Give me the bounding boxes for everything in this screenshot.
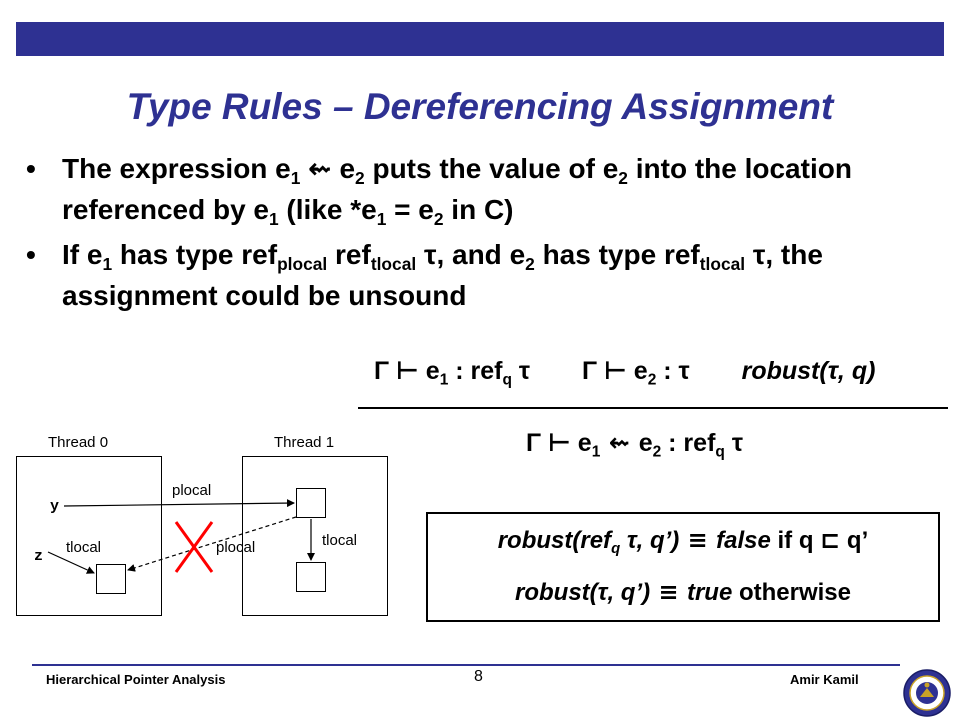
plocal-bottom-label: plocal — [216, 539, 256, 556]
top-banner-bar — [16, 22, 944, 56]
robust-line-true: robust(τ, q’) ≡ true otherwise — [515, 578, 851, 606]
z-to-local-arrow — [47, 551, 95, 574]
thread-0-box — [16, 456, 162, 616]
plocal-dashed-arrow — [127, 516, 297, 572]
robust-line-false: robust(refq τ, q’) ≡ false if q ⊏ q’ — [497, 526, 869, 558]
slide-title: Type Rules – Dereferencing Assignment — [126, 86, 834, 127]
inference-line — [358, 407, 948, 409]
premise-3: robust(τ, q) — [741, 357, 876, 385]
robust-definition-box: robust(refq τ, q’) ≡ false if q ⊏ q’ rob… — [426, 512, 940, 622]
thread-0-label: Thread 0 — [48, 434, 109, 451]
footer-divider — [32, 664, 900, 666]
footer-course-title: Hierarchical Pointer Analysis — [46, 672, 226, 687]
var-y-label: y — [50, 498, 60, 515]
thread-1-label: Thread 1 — [274, 434, 335, 451]
thread-1-cell-bottom — [296, 562, 326, 592]
thread-1-box — [242, 456, 388, 616]
plocal-top-label: plocal — [172, 482, 212, 499]
premise-2: Γ ⊢ e2 : τ — [582, 356, 690, 389]
page-number: 8 — [474, 668, 483, 685]
thread-0-cell — [96, 564, 126, 594]
premise-1: Γ ⊢ e1 : refq τ — [374, 356, 531, 389]
tlocal-left-label: tlocal — [66, 539, 102, 556]
thread-1-cell-top — [296, 488, 326, 518]
tlocal-right-label: tlocal — [322, 532, 358, 549]
rule-conclusion: Γ ⊢ e1 ⇜ e2 : refq τ — [526, 428, 743, 461]
bullet-list: The expression e1 ⇜ e2 puts the value of… — [26, 148, 946, 320]
y-to-remote-arrow — [63, 499, 295, 508]
red-cross-stroke-2 — [174, 521, 214, 573]
var-z-label: z — [34, 548, 44, 565]
bullet-unsound: If e1 has type refplocal reftlocal τ, an… — [26, 234, 946, 316]
rule-premises: Γ ⊢ e1 : refq τ Γ ⊢ e2 : τ robust(τ, q) — [374, 356, 876, 389]
footer-author: Amir Kamil — [790, 672, 859, 687]
bullet-expression: The expression e1 ⇜ e2 puts the value of… — [26, 148, 946, 230]
university-seal-icon — [903, 669, 951, 717]
